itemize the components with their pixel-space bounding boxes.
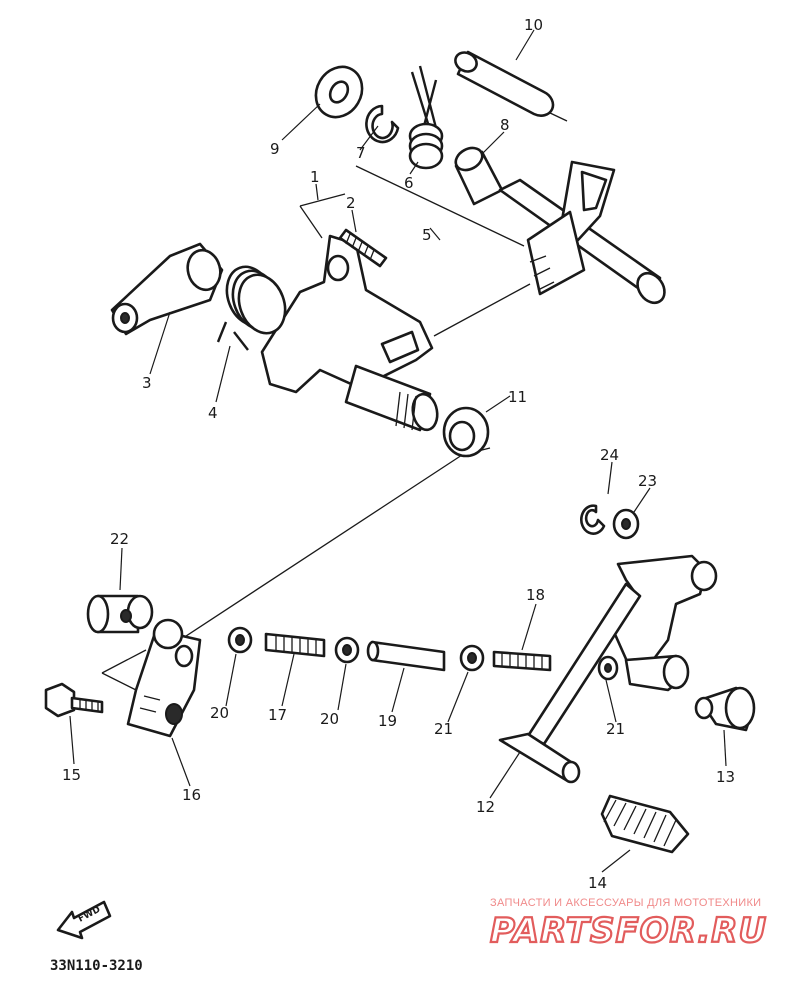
- part-20-nut-right: [334, 636, 360, 664]
- callout-16: 16: [182, 786, 201, 804]
- part-2-small-spring: [338, 228, 388, 268]
- callout-12: 12: [476, 798, 495, 816]
- callout-18: 18: [526, 586, 545, 604]
- part-6-spring: [408, 65, 444, 170]
- callout-labels: 10 9 7 6 8 1 2 5 3 4 11 24 23 22 18 20 1…: [62, 16, 735, 892]
- part-1-shift-arm-assembly: [260, 234, 439, 432]
- part-17-rod: [264, 632, 326, 658]
- part-11-oil-seal: [442, 406, 490, 458]
- part-20-nut-left: [227, 626, 253, 654]
- callout-17: 17: [268, 706, 287, 724]
- part-8-collar: [454, 146, 504, 206]
- part-3-lever: [110, 242, 224, 336]
- callout-3: 3: [142, 374, 152, 392]
- part-16-link-arm: [126, 618, 202, 738]
- part-12-shift-pedal: [498, 554, 718, 784]
- part-15-bolt: [44, 682, 104, 718]
- part-23-washer: [612, 508, 640, 540]
- callout-20-left: 20: [210, 704, 229, 722]
- callout-20-right: 20: [320, 710, 339, 728]
- part-10-shaft-pin: [454, 50, 555, 117]
- callout-11: 11: [508, 388, 527, 406]
- part-14-pedal-rubber: [600, 794, 690, 854]
- part-22-bushing: [86, 594, 154, 634]
- part-21-nut-right: [597, 655, 619, 681]
- callout-10: 10: [524, 16, 543, 34]
- callout-6: 6: [404, 174, 414, 192]
- part-7-circlip: [365, 104, 400, 144]
- part-19-sleeve: [366, 640, 446, 672]
- callout-13: 13: [716, 768, 735, 786]
- callout-9: 9: [270, 140, 280, 158]
- part-code: 33N110-3210: [50, 958, 143, 974]
- callout-24: 24: [600, 446, 619, 464]
- callout-4: 4: [208, 404, 218, 422]
- callout-8: 8: [500, 116, 510, 134]
- watermark-tagline: ЗАПЧАСТИ И АКСЕССУАРЫ ДЛЯ МОТОТЕХНИКИ: [490, 897, 761, 909]
- callout-14: 14: [588, 874, 607, 892]
- callout-leaders: [69, 29, 727, 873]
- callout-21-right: 21: [606, 720, 625, 738]
- callout-1: 1: [310, 168, 320, 186]
- watermark: ЗАПЧАСТИ И АКСЕССУАРЫ ДЛЯ МОТОТЕХНИКИ PA…: [489, 897, 767, 952]
- part-9-washer: [314, 65, 364, 119]
- part-24-circlip: [580, 504, 606, 535]
- fwd-arrow-icon: FWD: [56, 900, 112, 940]
- part-5-shift-shaft: [498, 160, 666, 305]
- callout-5: 5: [422, 226, 432, 244]
- part-18-rod: [492, 650, 552, 672]
- part-21-nut-left: [459, 644, 485, 672]
- callout-15: 15: [62, 766, 81, 784]
- callout-23: 23: [638, 472, 657, 490]
- callout-19: 19: [378, 712, 397, 730]
- callout-22: 22: [110, 530, 129, 548]
- part-13-pivot-bushing: [694, 686, 756, 732]
- guide-lines: [101, 111, 568, 691]
- callout-2: 2: [346, 194, 356, 212]
- callout-21-left: 21: [434, 720, 453, 738]
- callout-7: 7: [356, 144, 366, 162]
- part-4-torsion-spring: [216, 265, 287, 351]
- watermark-logo: PARTSFOR.RU: [490, 911, 767, 951]
